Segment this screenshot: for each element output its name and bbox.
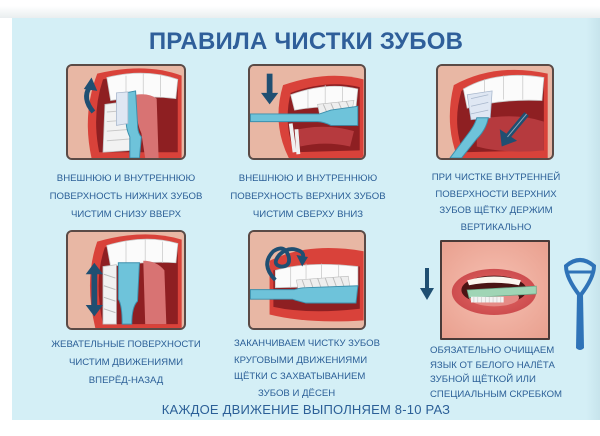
mouth-illustration-icon <box>68 66 184 158</box>
step-caption-circular: ЗАКАНЧИВАЕМ ЧИСТКУ ЗУБОВ КРУГОВЫМИ ДВИЖЕ… <box>234 338 380 399</box>
step-caption-chewing: ЖЕВАТЕЛЬНЫЕ ПОВЕРХНОСТИ ЧИСТИМ ДВИЖЕНИЯМ… <box>51 339 201 386</box>
step-caption-inner-upper: ПРИ ЧИСТКЕ ВНУТРЕННЕЙ ПОВЕРХНОСТИ ВЕРХНИ… <box>431 172 561 233</box>
step-caption-lower-teeth: ВНЕШНЮЮ И ВНУТРЕННЮЮ ПОВЕРХНОСТЬ НИЖНИХ … <box>49 173 203 220</box>
poster: ПРАВИЛА ЧИСТКИ ЗУБОВ <box>12 18 600 420</box>
mouth-illustration-icon <box>250 232 364 328</box>
tongue-photo-icon <box>442 242 548 338</box>
mouth-illustration-icon <box>438 66 552 158</box>
mouth-illustration-icon <box>68 232 184 328</box>
mouth-illustration-icon <box>250 66 364 158</box>
step-caption-tongue: ОБЯЗАТЕЛЬНО ОЧИЩАЕМ ЯЗЫК ОТ БЕЛОГО НАЛЁТ… <box>430 345 563 400</box>
illustration-upper-teeth <box>248 64 366 160</box>
arrow-down-icon <box>420 268 434 300</box>
footer-repetition-note: КАЖДОЕ ДВИЖЕНИЕ ВЫПОЛНЯЕМ 8-10 РАЗ <box>161 402 451 417</box>
poster-edge-shade <box>586 18 600 420</box>
illustration-tongue-cleaning <box>440 240 550 340</box>
illustration-inner-upper <box>436 64 554 160</box>
page-edge-shadow <box>0 6 600 18</box>
step-caption-upper-teeth: ВНЕШНЮЮ И ВНУТРЕННЮЮ ПОВЕРХНОСТЬ ВЕРХНИХ… <box>230 173 386 220</box>
tongue-scraper-icon <box>563 258 597 350</box>
page-title: ПРАВИЛА ЧИСТКИ ЗУБОВ <box>148 28 464 55</box>
illustration-lower-teeth <box>66 64 186 160</box>
illustration-chewing-surfaces <box>66 230 186 330</box>
illustration-circular-motion <box>248 230 366 330</box>
